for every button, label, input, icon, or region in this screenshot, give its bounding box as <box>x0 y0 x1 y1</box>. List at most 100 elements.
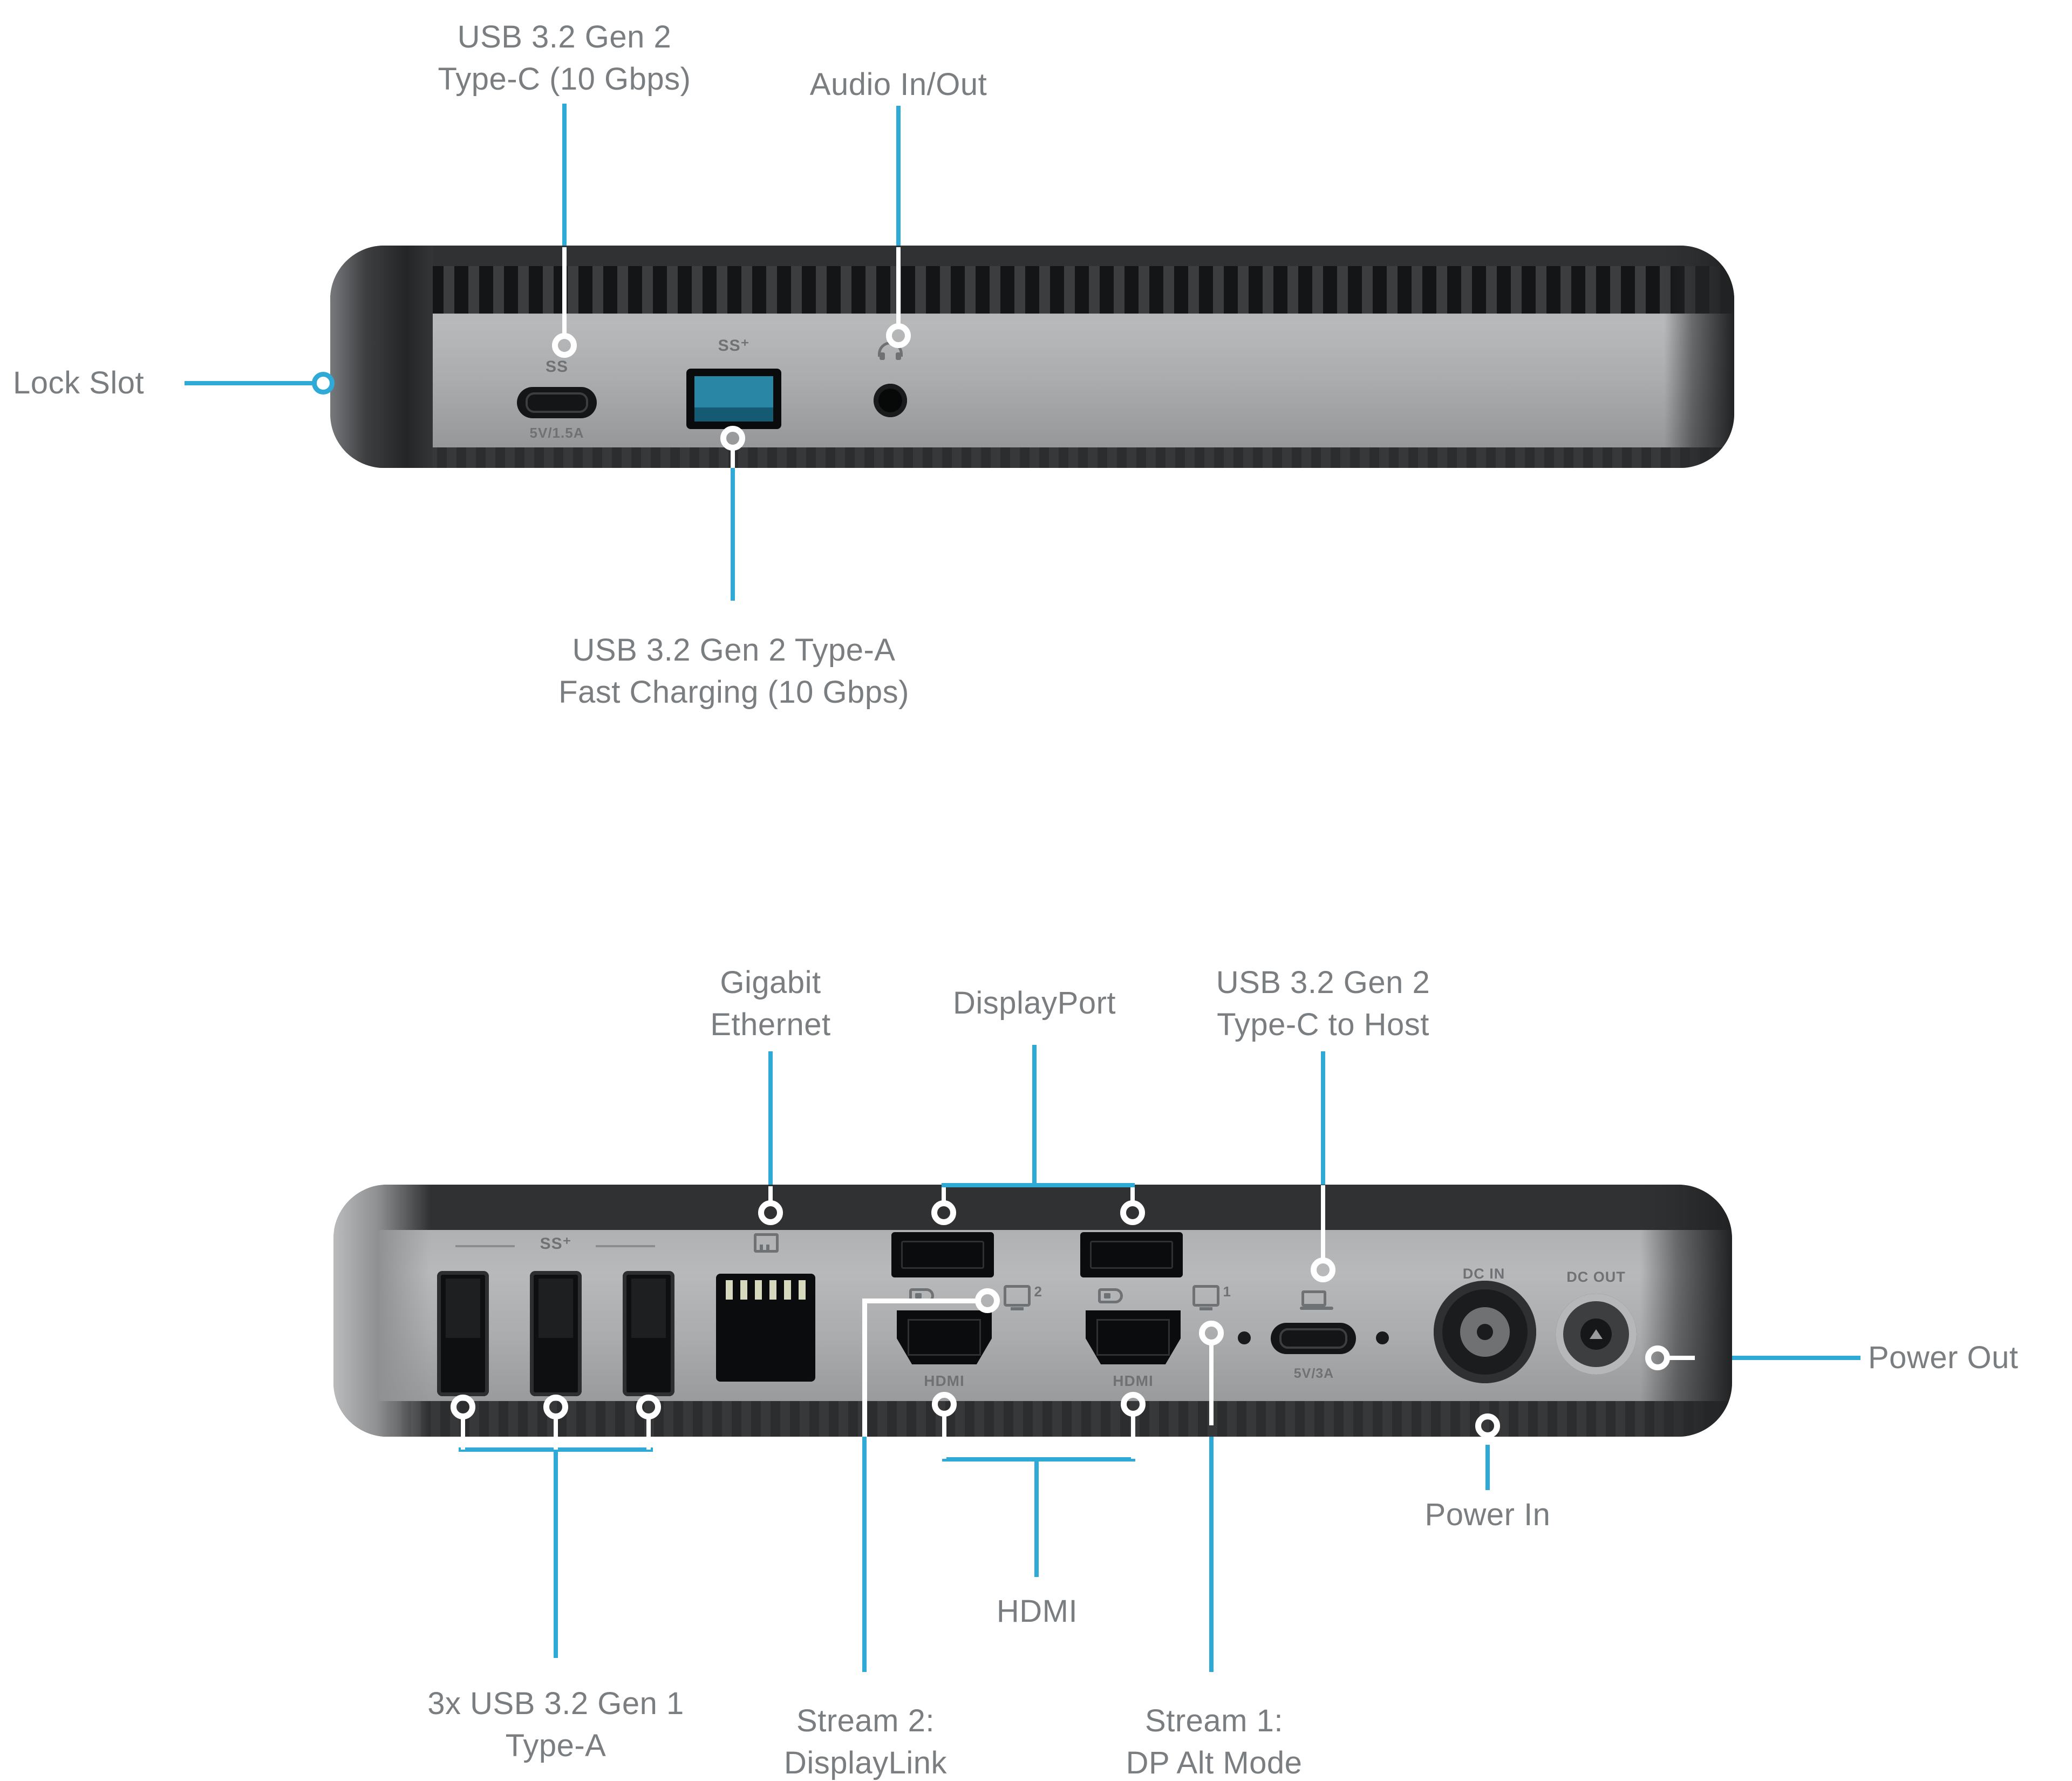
usb-c-port <box>517 387 597 418</box>
hdmi-2-marking: HDMI <box>1113 1372 1154 1389</box>
audio-callout-ring <box>886 323 911 348</box>
label-power-out: Power Out <box>1868 1340 2019 1375</box>
stream2-callout-ring <box>975 1288 1000 1313</box>
usb-a-callout-line-on-device <box>731 450 735 468</box>
hdmi-2-stem <box>1131 1416 1135 1459</box>
lock-slot-callout-ring <box>312 372 335 395</box>
stream2-vertical-line-on-device <box>862 1299 867 1437</box>
label-power-in: Power In <box>1424 1497 1551 1532</box>
usb-c-host-callout-ring <box>1311 1257 1335 1282</box>
audio-callout-line-on-device <box>896 247 901 324</box>
usb-a-fast-charge-port <box>686 369 781 429</box>
front-right-end-cap <box>1664 246 1734 468</box>
displayport-callout-branch-bar <box>942 1183 1135 1187</box>
host-screw-right <box>1376 1331 1389 1344</box>
front-left-end-cap <box>330 246 433 468</box>
usb-group-callout-line <box>554 1447 558 1658</box>
usb-group-bracket-right <box>596 1245 655 1247</box>
host-screw-left <box>1238 1331 1251 1344</box>
ethernet-icon <box>754 1233 779 1253</box>
usb-c-host-callout-line-on-device <box>1321 1185 1325 1259</box>
dock-front-view: SS 5V/1.5A SS⁺ <box>330 246 1734 468</box>
usb-a-port-1 <box>437 1271 489 1396</box>
laptop-host-icon <box>1300 1290 1333 1310</box>
usb-c-host-callout-line <box>1321 1051 1325 1186</box>
usb-a-callout-line <box>731 468 735 601</box>
stream2-callout-line <box>862 1437 867 1672</box>
power-out-callout-ring <box>1645 1345 1670 1370</box>
lock-slot-callout-line <box>185 381 313 385</box>
hdmi-1-stem <box>942 1416 946 1459</box>
displayport-2-callout-ring <box>1120 1200 1145 1225</box>
front-vent-grille <box>330 266 1734 314</box>
usb-group-ring-2 <box>543 1395 568 1419</box>
back-top-edge <box>333 1185 1732 1230</box>
usb-a-speed-marking: SS⁺ <box>718 337 750 355</box>
gigabit-callout-line <box>768 1051 773 1186</box>
hdmi-port-2 <box>1086 1310 1181 1364</box>
displayport-2-stem <box>1130 1187 1135 1201</box>
usb-a-callout-ring <box>720 426 745 451</box>
label-stream2: Stream 2: DisplayLink <box>783 1703 948 1780</box>
gigabit-ethernet-port <box>716 1274 815 1382</box>
usb-group-speed-marking: SS⁺ <box>540 1235 572 1253</box>
label-displayport: DisplayPort <box>952 985 1116 1021</box>
stream1-callout-line <box>1209 1425 1214 1672</box>
usb-a-port-2 <box>530 1271 582 1396</box>
stream2-horizontal-line <box>862 1299 978 1303</box>
audio-jack-port <box>874 384 907 417</box>
usb-c-host-power-marking: 5V/3A <box>1293 1366 1334 1381</box>
displayport-callout-line <box>1032 1045 1037 1186</box>
power-in-callout-ring <box>1475 1413 1500 1438</box>
power-out-stem-on-device <box>1669 1356 1695 1360</box>
displayport-1-callout-ring <box>931 1200 956 1225</box>
dc-in-jack <box>1434 1281 1536 1383</box>
hdmi-callout-line <box>1034 1457 1039 1577</box>
label-usb-c: USB 3.2 Gen 2 Type-C (10 Gbps) <box>438 19 691 97</box>
stream1-callout-ring <box>1199 1321 1224 1345</box>
gigabit-callout-line-on-device <box>768 1186 773 1201</box>
label-usb-a-fast-charge: USB 3.2 Gen 2 Type-A Fast Charging (10 G… <box>558 633 909 710</box>
dc-in-marking: DC IN <box>1462 1266 1505 1282</box>
usb-group-ring-3 <box>636 1395 661 1419</box>
usb-c-callout-line-on-device <box>562 247 567 334</box>
usb-c-callout-ring <box>552 333 577 358</box>
back-left-end-cap <box>333 1185 431 1437</box>
power-in-stem-on-device <box>1485 1436 1490 1445</box>
hdmi-1-callout-ring <box>932 1392 957 1417</box>
monitor-2-icon: 2 <box>1004 1283 1042 1310</box>
gigabit-callout-ring <box>758 1200 783 1225</box>
label-usb-group: 3x USB 3.2 Gen 1 Type-A <box>427 1686 684 1763</box>
hdmi-1-marking: HDMI <box>924 1372 965 1389</box>
dock-back-view: SS⁺ 2 HDMI 1 HDMI 5V/3A DC IN DC OUT <box>333 1185 1732 1437</box>
usb-group-ring-1 <box>451 1395 475 1419</box>
usb-c-speed-marking: SS <box>545 358 569 376</box>
usb-a-port-3 <box>623 1271 674 1396</box>
back-right-end-cap <box>1640 1185 1732 1437</box>
power-in-callout-line <box>1485 1444 1490 1490</box>
usb-group-bracket-left <box>455 1245 515 1247</box>
hdmi-2-callout-ring <box>1121 1392 1146 1417</box>
front-bottom-edge <box>330 447 1734 468</box>
dc-out-marking: DC OUT <box>1566 1269 1626 1285</box>
usb-group-stem-2 <box>554 1418 558 1450</box>
label-stream1: Stream 1: DP Alt Mode <box>1126 1703 1303 1780</box>
displayport-port-1 <box>891 1232 994 1277</box>
label-hdmi: HDMI <box>996 1594 1078 1629</box>
hdmi-branch-bar <box>942 1457 1135 1461</box>
power-out-callout-line <box>1694 1356 1860 1360</box>
label-lock-slot: Lock Slot <box>13 365 145 400</box>
label-usb-c-host: USB 3.2 Gen 2 Type-C to Host <box>1216 965 1430 1042</box>
monitor-1-icon: 1 <box>1192 1283 1231 1310</box>
displayport-icon-2 <box>1098 1288 1123 1303</box>
hdmi-port-1 <box>897 1310 992 1364</box>
displayport-port-2 <box>1080 1232 1183 1277</box>
label-gigabit-ethernet: Gigabit Ethernet <box>710 965 831 1042</box>
front-top-edge <box>330 246 1734 267</box>
usb-c-power-marking: 5V/1.5A <box>529 425 584 441</box>
dc-out-jack <box>1556 1294 1637 1375</box>
label-audio: Audio In/Out <box>809 67 987 102</box>
usb-group-stem-1 <box>461 1418 465 1450</box>
stream1-stem-on-device <box>1209 1344 1214 1425</box>
